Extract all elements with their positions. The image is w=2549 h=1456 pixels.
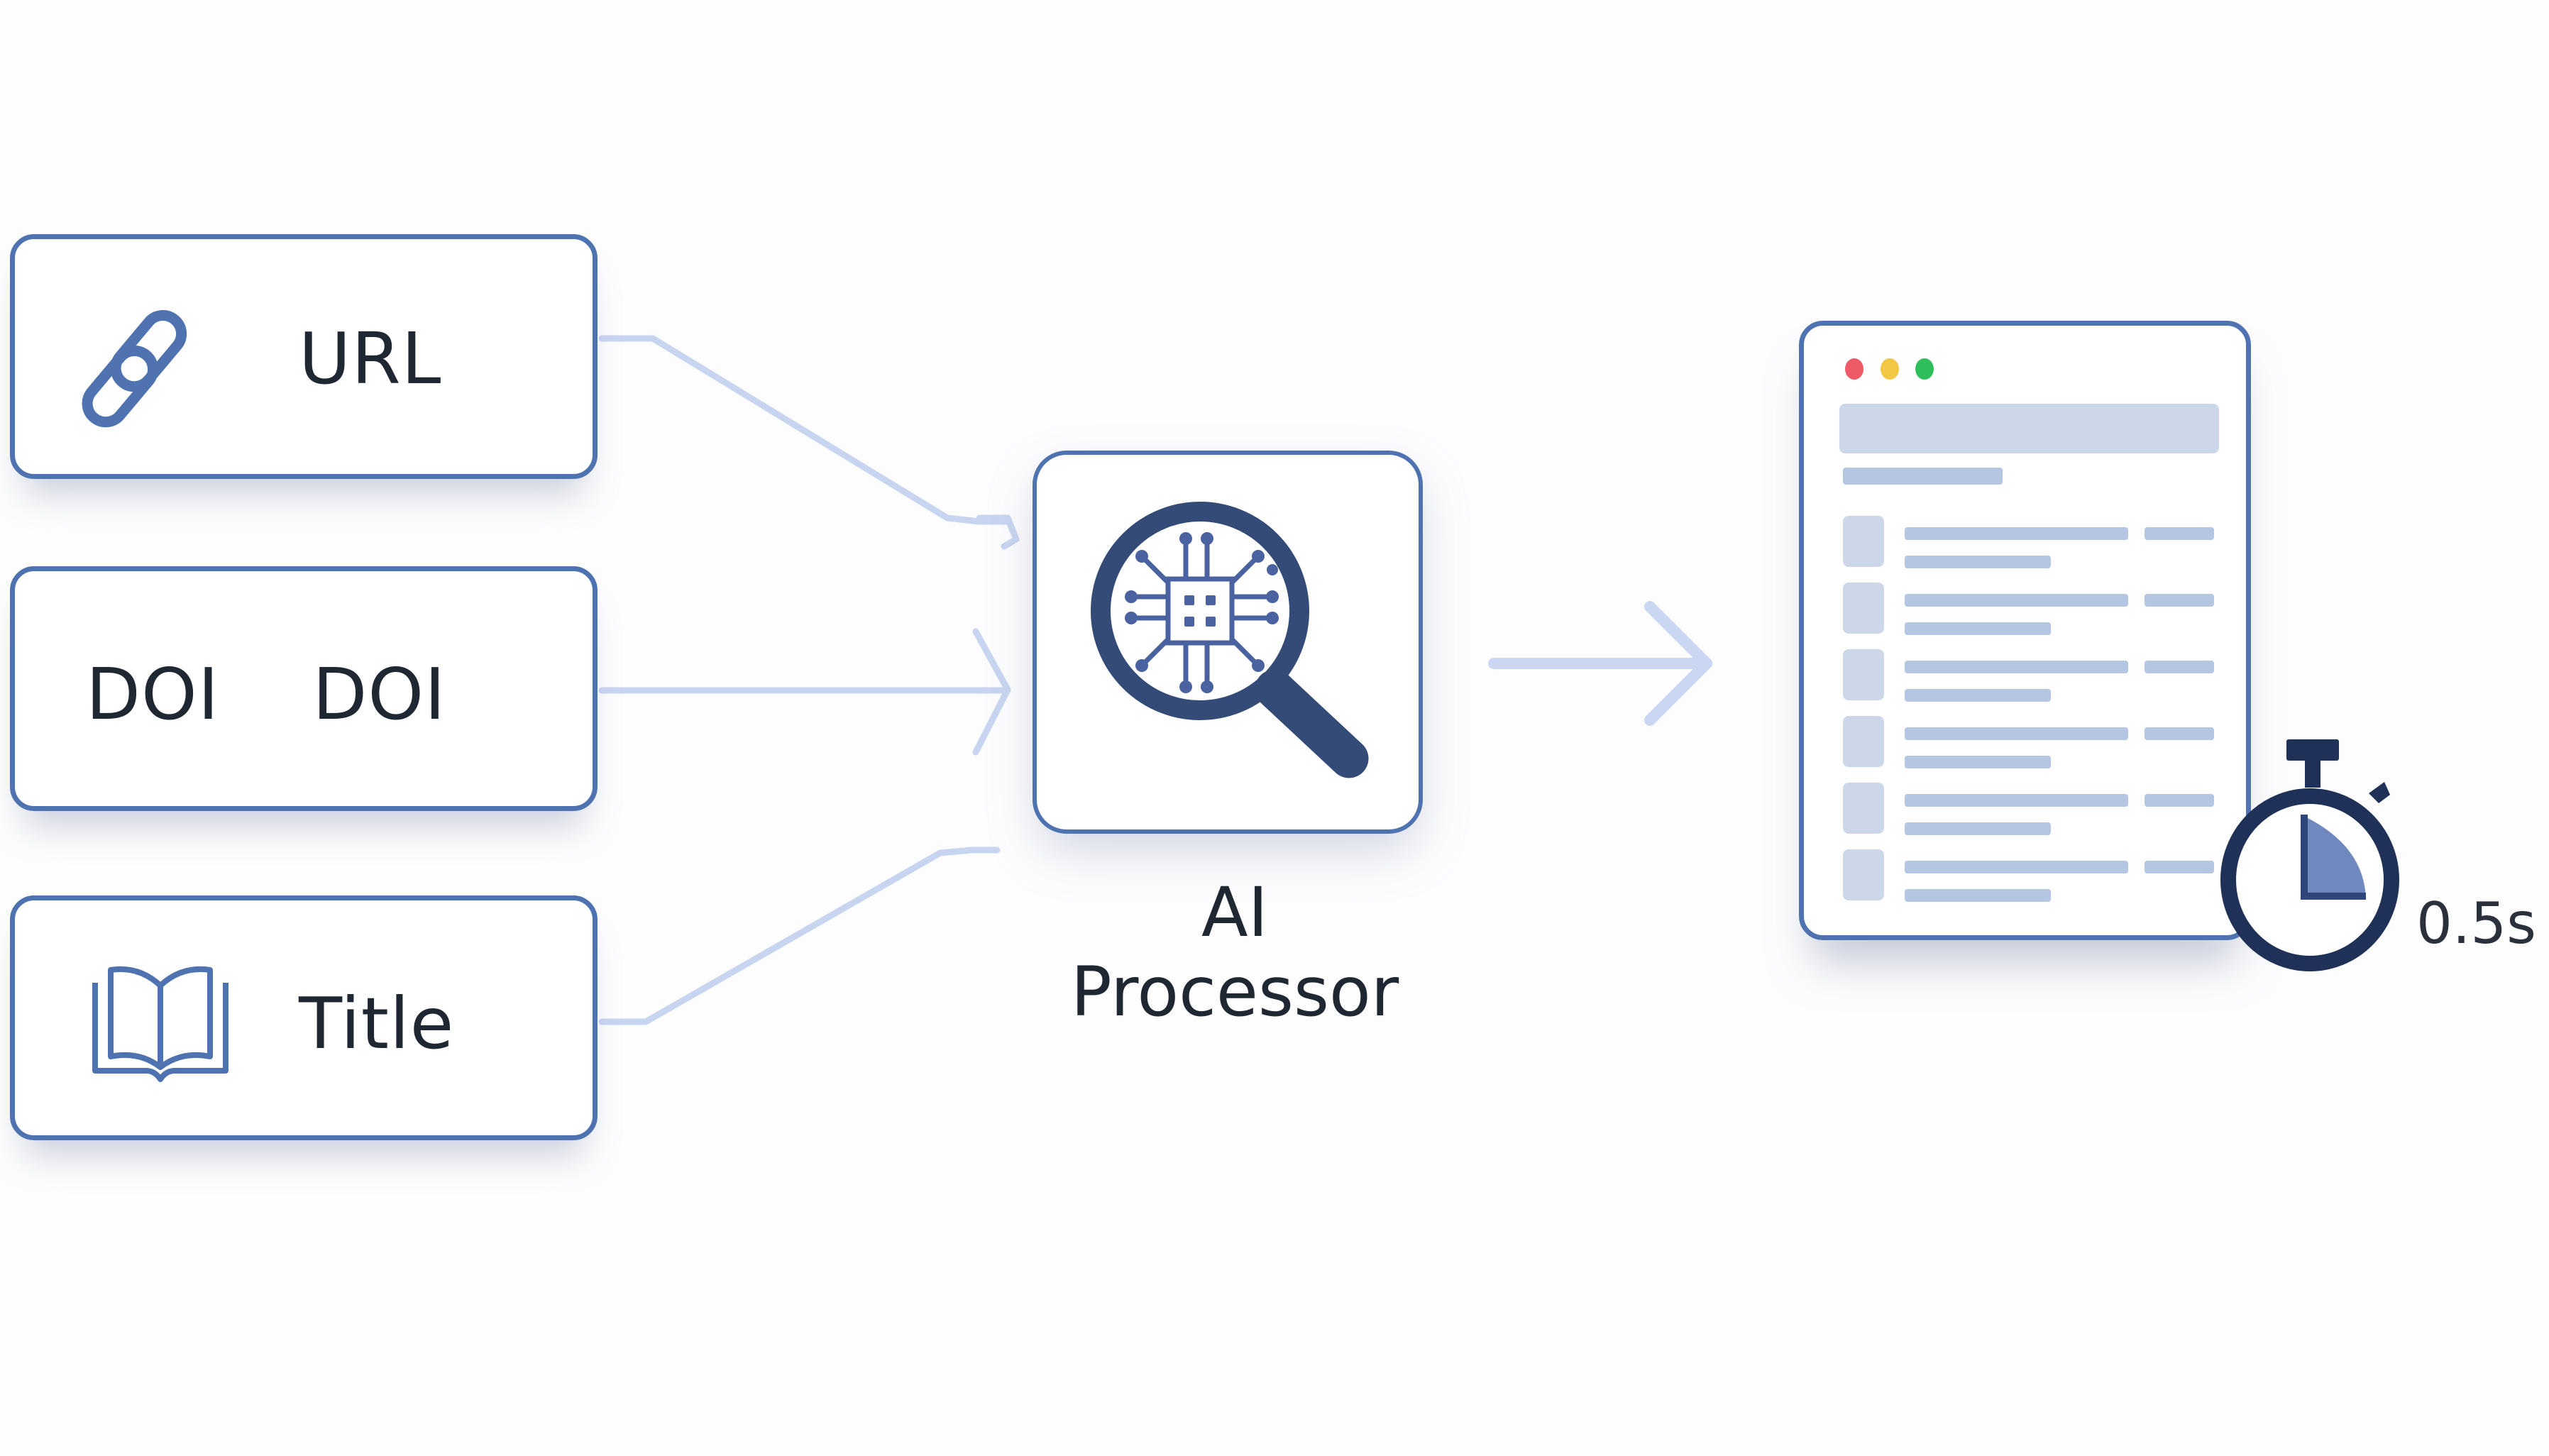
result-subtitle-line xyxy=(1905,622,2051,635)
stopwatch-icon xyxy=(2220,739,2399,971)
connector-url xyxy=(598,335,1011,525)
result-title-line xyxy=(1905,727,2128,740)
result-meta-line xyxy=(2145,861,2214,873)
input-doi-label: DOI DOI xyxy=(86,653,446,736)
result-meta-line xyxy=(2145,594,2214,607)
result-row[interactable] xyxy=(1804,716,2246,773)
magnifier-chip-icon xyxy=(1091,502,1369,778)
result-meta-line xyxy=(2145,661,2214,673)
result-row[interactable] xyxy=(1804,516,2246,573)
timer-label: 0.5s xyxy=(2416,890,2536,956)
header-placeholder xyxy=(1839,404,2219,453)
result-subtitle-line xyxy=(1905,822,2051,835)
arrowhead-processor xyxy=(976,514,1020,550)
input-title-box[interactable]: Title xyxy=(10,895,598,1140)
link-icon xyxy=(82,309,187,428)
result-subtitle-line xyxy=(1905,556,2051,568)
result-title-line xyxy=(1905,861,2128,873)
ai-processor-box[interactable] xyxy=(1033,451,1423,834)
result-meta-line xyxy=(2145,527,2214,540)
input-url-label: URL xyxy=(299,317,442,400)
input-url-box[interactable]: URL xyxy=(10,234,598,479)
result-subtitle-line xyxy=(1905,756,2051,768)
window-minimize-dot xyxy=(1881,358,1899,380)
book-icon xyxy=(92,966,229,1082)
result-meta-line xyxy=(2145,727,2214,740)
input-doi-box[interactable]: DOI DOI xyxy=(10,566,598,811)
result-subtitle-line xyxy=(1905,889,2051,902)
ai-processor-label: AI Processor xyxy=(1070,873,1399,1032)
result-thumbnail xyxy=(1843,583,1884,634)
arrowhead-processor-tip xyxy=(972,628,1011,756)
arrowhead-results xyxy=(1644,601,1712,726)
chip-icon xyxy=(1133,540,1271,685)
result-row[interactable] xyxy=(1804,583,2246,639)
result-title-line xyxy=(1905,794,2128,807)
result-meta-line xyxy=(2145,794,2214,807)
connector-title xyxy=(598,846,1001,1025)
result-row[interactable] xyxy=(1804,849,2246,906)
result-row[interactable] xyxy=(1804,649,2246,706)
window-maximize-dot xyxy=(1915,358,1934,380)
result-thumbnail xyxy=(1843,783,1884,834)
result-subtitle-line xyxy=(1905,689,2051,702)
result-thumbnail xyxy=(1843,516,1884,567)
results-window[interactable] xyxy=(1799,321,2251,940)
input-title-label: Title xyxy=(299,982,455,1065)
result-thumbnail xyxy=(1843,716,1884,767)
result-thumbnail xyxy=(1843,649,1884,700)
result-row[interactable] xyxy=(1804,783,2246,839)
subheader-placeholder xyxy=(1843,468,2003,485)
result-title-line xyxy=(1905,661,2128,673)
window-close-dot xyxy=(1845,358,1863,380)
result-thumbnail xyxy=(1843,849,1884,900)
result-title-line xyxy=(1905,527,2128,540)
result-title-line xyxy=(1905,594,2128,607)
